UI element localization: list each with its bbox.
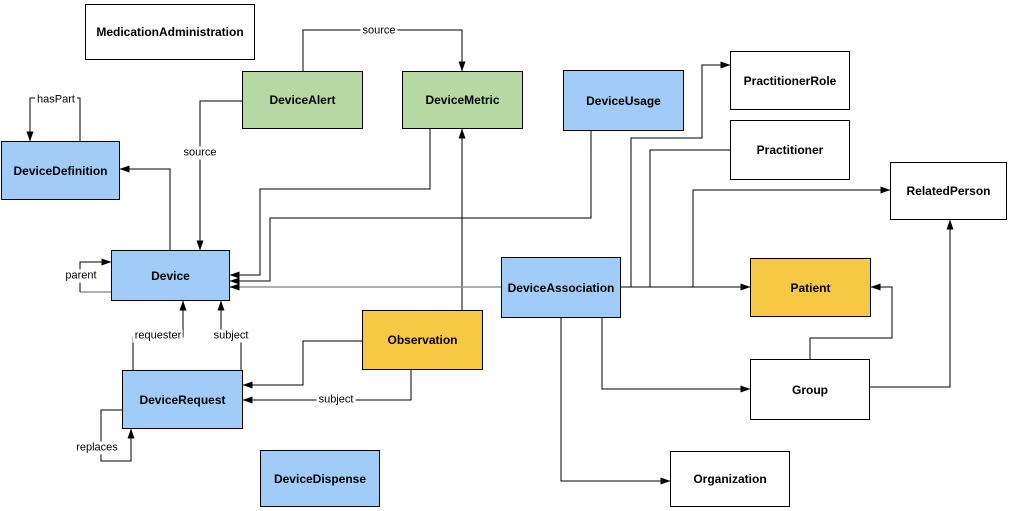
node-device-dispense[interactable]: DeviceDispense xyxy=(260,450,380,507)
node-device-definition[interactable]: DeviceDefinition xyxy=(1,141,120,200)
node-label: DeviceRequest xyxy=(139,392,226,407)
edge-deviceassociation-to-group xyxy=(601,318,751,393)
edge-group-to-relatedperson xyxy=(870,219,954,388)
edge-observation-to-devicerequest-subject xyxy=(242,370,412,404)
node-label: DeviceAssociation xyxy=(507,280,615,295)
node-label: DeviceMetric xyxy=(425,93,500,107)
node-label: PractitionerRole xyxy=(743,73,837,88)
edge-devicemetric-to-device xyxy=(229,129,431,279)
edge-label-haspart: hasPart xyxy=(35,93,77,107)
edge-deviceassociation-to-practitioner xyxy=(649,149,730,287)
node-label: Observation xyxy=(387,333,458,347)
edge-label-parent: parent xyxy=(63,269,99,283)
edge-devicerequest-replaces-self xyxy=(100,409,135,462)
edge-label-requester: requester xyxy=(132,329,184,343)
edge-label-subject-request-device: subject xyxy=(211,329,251,343)
node-device-metric[interactable]: DeviceMetric xyxy=(402,71,523,129)
edge-deviceassociation-to-organization xyxy=(560,318,671,485)
node-label: DeviceDefinition xyxy=(13,163,108,178)
node-label: Device xyxy=(151,268,190,283)
edge-label-source-alert-device: source xyxy=(181,146,219,160)
node-label: Group xyxy=(792,382,828,397)
edge-deviceusage-to-device xyxy=(229,131,592,285)
edge-label-subject-observation-request: subject xyxy=(316,393,356,407)
node-medication-administration[interactable]: MedicationAdministration xyxy=(85,4,255,60)
node-practitioner[interactable]: Practitioner xyxy=(730,120,850,180)
node-label: Practitioner xyxy=(756,143,824,157)
edge-deviceassociation-to-practitionerrole xyxy=(630,61,731,287)
edge-devicealert-to-device-source xyxy=(196,100,242,251)
node-group[interactable]: Group xyxy=(750,359,870,420)
node-patient[interactable]: Patient xyxy=(750,258,871,317)
node-organization[interactable]: Organization xyxy=(670,451,790,507)
node-label: DeviceUsage xyxy=(586,93,661,108)
node-label: MedicationAdministration xyxy=(96,25,244,39)
node-device[interactable]: Device xyxy=(111,250,230,301)
edge-group-to-patient xyxy=(809,283,893,359)
edge-label-source-alert-metric: source xyxy=(360,24,398,38)
edge-observation-to-devicerequest xyxy=(242,340,362,389)
node-label: Patient xyxy=(790,280,831,295)
node-device-association[interactable]: DeviceAssociation xyxy=(501,257,621,318)
node-observation[interactable]: Observation xyxy=(362,310,483,370)
node-device-usage[interactable]: DeviceUsage xyxy=(563,70,684,131)
edge-label-replaces: replaces xyxy=(74,441,120,455)
edge-device-to-devicedefinition xyxy=(119,165,171,250)
node-related-person[interactable]: RelatedPerson xyxy=(890,162,1007,220)
node-label: DeviceAlert xyxy=(269,93,336,107)
node-label: DeviceDispense xyxy=(273,471,367,486)
node-device-request[interactable]: DeviceRequest xyxy=(122,370,243,429)
node-device-alert[interactable]: DeviceAlert xyxy=(242,71,363,129)
node-label: RelatedPerson xyxy=(906,184,991,198)
edge-deviceassociation-to-relatedperson xyxy=(692,186,891,287)
node-practitioner-role[interactable]: PractitionerRole xyxy=(730,51,850,110)
node-label: Organization xyxy=(693,472,767,486)
